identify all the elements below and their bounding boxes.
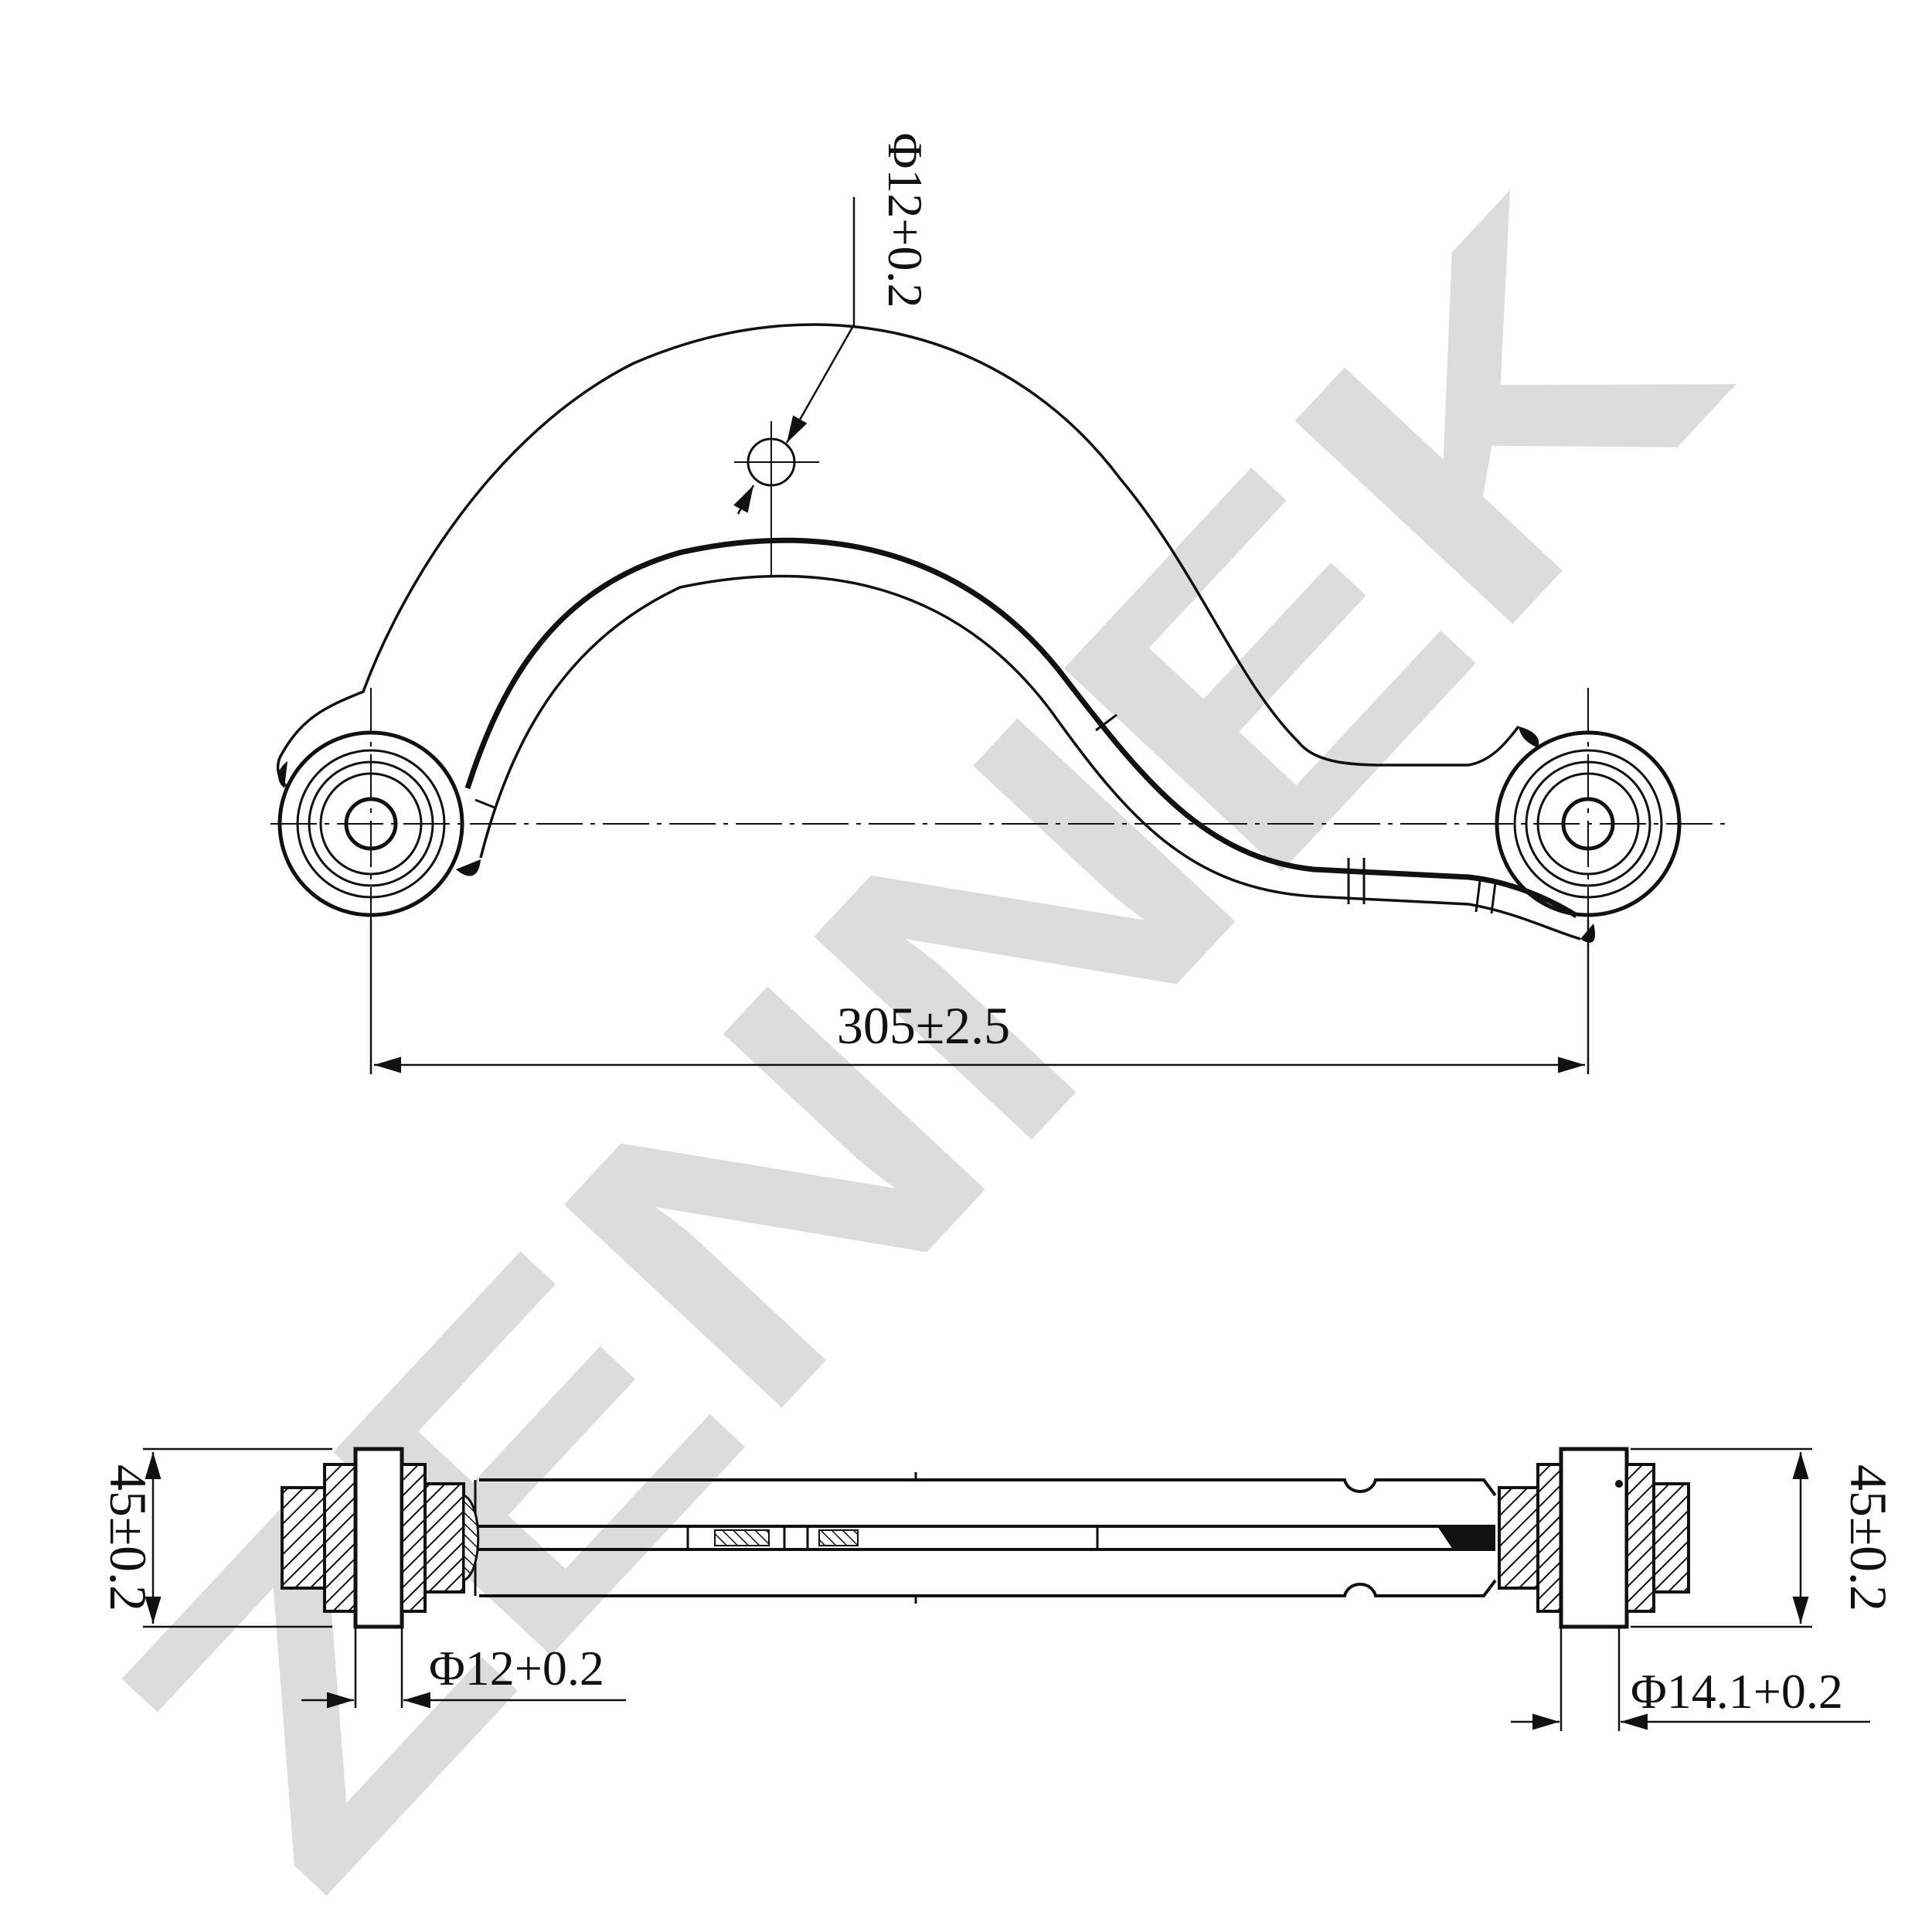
bottom-view: 45±0.2 45±0.2 [99, 1447, 1898, 1731]
left-bore-label: Φ12+0.2 [429, 1641, 604, 1696]
arm-mark-5 [1490, 882, 1497, 914]
left-bushing-side [281, 1447, 480, 1629]
arm-lower-edge [479, 574, 1581, 940]
length-label: 305±2.5 [837, 996, 1010, 1055]
arm-upper-edge [464, 537, 1578, 918]
arm-mark-6 [474, 798, 495, 809]
right-bushing [1495, 726, 1682, 943]
hole-leader-line [785, 197, 855, 444]
top-view: Φ12+0.2 305±2.5 [270, 133, 1731, 1074]
hole-diameter-label: Φ12+0.2 [878, 133, 933, 308]
web-hole [734, 421, 819, 576]
right-bore-label: Φ14.1+0.2 [1631, 1664, 1843, 1719]
right-bushing-side [1498, 1447, 1690, 1629]
left-bushing [277, 730, 481, 917]
outer-arch [281, 323, 1520, 767]
hole-leader-tail [733, 485, 755, 515]
left-ear [276, 753, 289, 788]
arm-mark-4 [1475, 880, 1481, 913]
shaft [474, 1472, 1497, 1604]
arm-mark-1 [1095, 713, 1117, 732]
right-width-label: 45±0.2 [1839, 1464, 1898, 1611]
left-width-label: 45±0.2 [99, 1464, 158, 1611]
